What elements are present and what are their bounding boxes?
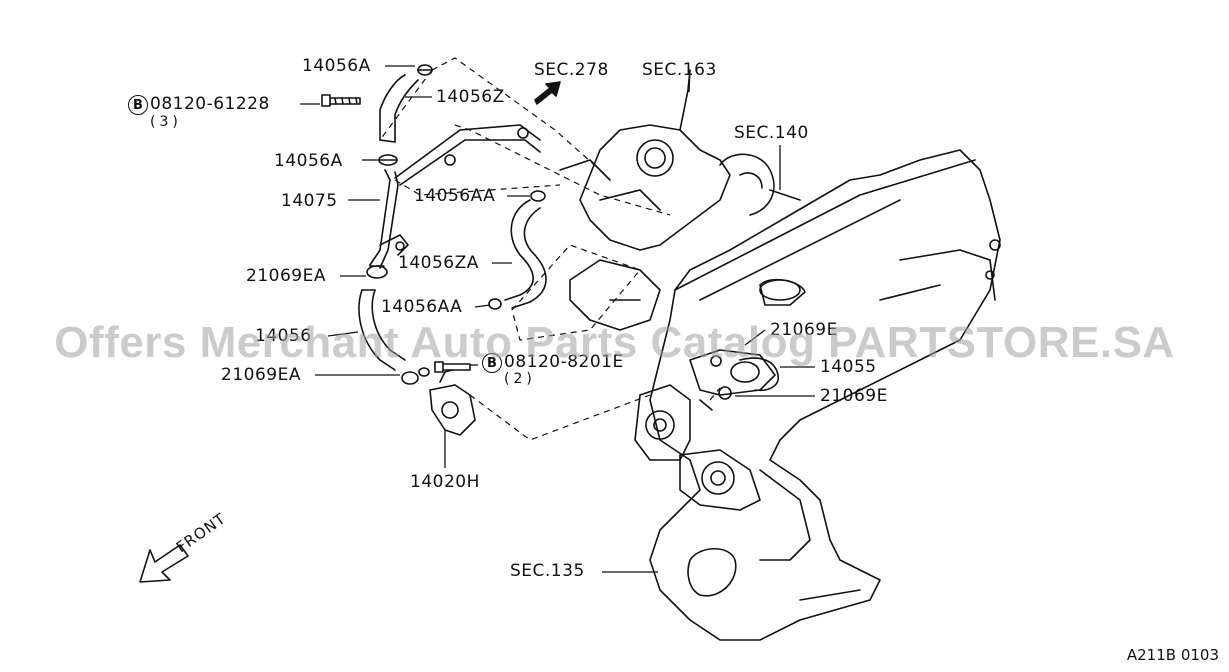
outlet-14020H	[429, 369, 476, 436]
label-14056ZA: 14056ZA	[398, 253, 479, 273]
clamp-14056A-mid	[378, 154, 398, 166]
dashed-guides	[379, 57, 721, 441]
bolt-08120-8201E	[434, 361, 471, 373]
label-bolt2-qty: (2)	[504, 371, 536, 387]
label-sec278: SEC.278	[534, 60, 609, 80]
pipe-14075	[369, 124, 541, 269]
label-21069E-top: 21069E	[770, 320, 838, 340]
label-14056AA-mid: 14056AA	[381, 297, 463, 317]
hose-14056Z	[379, 74, 419, 143]
label-14056AA-top: 14056AA	[414, 186, 496, 206]
label-bolt1-qty: (3)	[150, 114, 182, 130]
label-sec163: SEC.163	[642, 60, 717, 80]
label-14075: 14075	[281, 191, 338, 211]
label-21069EA-low: 21069EA	[221, 365, 301, 385]
watermark: Offers Merchant Auto Parts Catalog PARTS…	[54, 318, 1175, 367]
hose-14056ZA	[504, 199, 547, 309]
clamp-21069EA-top	[366, 265, 388, 279]
label-14056: 14056	[255, 326, 312, 346]
label-14020H: 14020H	[410, 472, 480, 492]
bolt-08120-61228	[321, 94, 361, 107]
clamp-14056AA-top	[530, 190, 546, 202]
clamp-21069EA-low	[401, 367, 430, 385]
clamp-14056AA-mid	[488, 298, 502, 310]
water-pump-housing	[634, 349, 776, 511]
label-21069EA-top: 21069EA	[246, 266, 326, 286]
label-14056A-mid: 14056A	[274, 151, 343, 171]
intake-manifold	[559, 69, 801, 331]
hose-14056	[358, 289, 406, 371]
label-14055: 14055	[820, 357, 877, 377]
bolt-symbol-icon: B	[128, 95, 148, 115]
label-bolt-08120-8201E: 08120-8201E	[504, 352, 624, 372]
hose-14055	[739, 357, 779, 392]
label-bolt-08120-61228: 08120-61228	[150, 94, 270, 114]
diagram-code: A211B 0103	[1126, 646, 1219, 664]
label-sec140: SEC.140	[734, 123, 809, 143]
label-sec135: SEC.135	[510, 561, 585, 581]
label-14056Z: 14056Z	[436, 87, 505, 107]
bolt-symbol-icon-2: B	[482, 353, 502, 373]
leader-lines	[300, 65, 815, 573]
label-14056A-top: 14056A	[302, 56, 371, 76]
sec278-arrow	[534, 81, 561, 105]
engine-block	[649, 149, 1001, 641]
front-arrow-icon	[139, 544, 189, 583]
label-21069E-low: 21069E	[820, 386, 888, 406]
